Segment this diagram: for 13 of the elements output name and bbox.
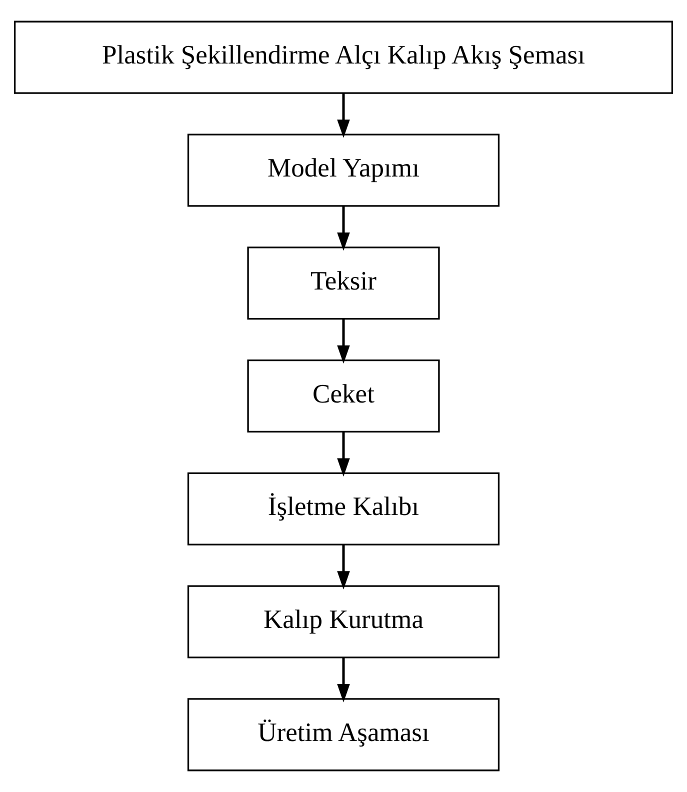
arrow (337, 658, 350, 702)
arrow (337, 318, 350, 364)
node-box: İşletme Kalıbı (187, 472, 500, 546)
arrow (337, 93, 350, 138)
arrow (337, 544, 350, 590)
node-box: Model Yapımı (187, 134, 500, 207)
node-box: Üretim Aşaması (187, 698, 500, 772)
node-box: Kalıp Kurutma (187, 585, 500, 658)
arrow (337, 432, 350, 477)
node-box: Teksir (247, 246, 440, 320)
node-box: Plastik Şekillendirme Alçı Kalıp Akış Şeması (14, 20, 674, 94)
node-box: Ceket (247, 359, 440, 433)
arrow (337, 206, 350, 251)
